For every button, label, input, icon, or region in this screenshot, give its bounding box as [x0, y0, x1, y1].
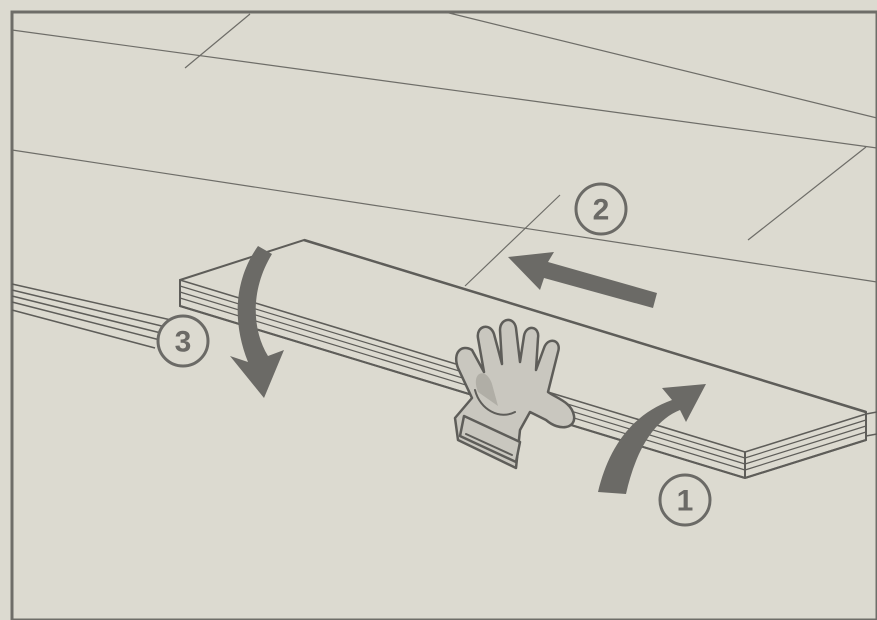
arrow-slide-left [508, 252, 657, 308]
step-marker-3: 3 [156, 314, 210, 368]
lower-plank-edge [11, 283, 181, 349]
step-label-1: 1 [677, 485, 694, 518]
step-label-3: 3 [175, 326, 192, 359]
glove-icon [453, 318, 576, 470]
frame-border [10, 10, 877, 620]
installed-planks [11, 11, 877, 287]
step-marker-2: 2 [574, 182, 628, 236]
step-label-2: 2 [593, 194, 610, 227]
arrow-press-down [230, 246, 284, 398]
arrow-lift-up [598, 384, 706, 494]
step-marker-1: 1 [658, 473, 712, 527]
